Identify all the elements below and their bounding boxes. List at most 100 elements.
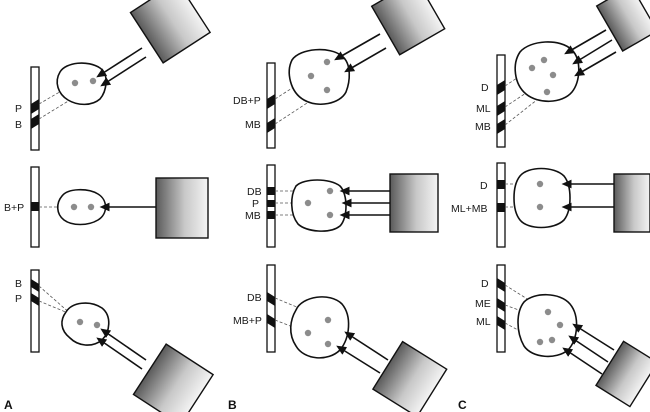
label-me: ME: [475, 298, 491, 310]
label-d: D: [480, 180, 488, 192]
xray-beam: [572, 39, 613, 65]
label-db: DB: [247, 186, 262, 198]
label-ml: ML: [476, 103, 491, 115]
root-dot: [307, 72, 315, 80]
image-mark-mb-p: [267, 314, 275, 328]
panel-c-middle: D ML+MB: [451, 162, 650, 248]
root-dot: [536, 180, 544, 188]
x-ray-tube-icon: [595, 340, 650, 408]
image-mark-b: [31, 279, 39, 292]
panel-b-top: DB+P MB: [233, 0, 446, 149]
label-b: B: [15, 119, 22, 131]
label-mb-p: MB+P: [233, 315, 262, 327]
image-mark-d: [497, 80, 505, 95]
root-dot: [536, 203, 544, 211]
label-p: P: [252, 198, 259, 210]
label-ml: ML: [476, 316, 491, 328]
xray-beam: [562, 347, 603, 375]
panel-c-bottom: D ME ML: [475, 264, 650, 408]
root-dot: [323, 58, 331, 66]
image-mark-mb: [497, 119, 505, 134]
image-mark-ml: [497, 316, 505, 330]
image-mark-p: [267, 200, 275, 207]
root-dot: [528, 64, 536, 72]
label-p: P: [15, 103, 22, 115]
label-d: D: [481, 278, 489, 290]
root-dot: [89, 77, 97, 85]
tooth-outline: [514, 41, 580, 103]
image-mark-ml-mb: [497, 203, 505, 212]
root-dot: [324, 316, 332, 324]
xray-beam: [100, 56, 147, 87]
x-ray-tube-icon: [129, 0, 212, 64]
x-ray-tube-icon: [132, 343, 215, 412]
xray-beam: [344, 47, 387, 73]
image-mark-b: [31, 114, 39, 129]
image-mark-db-p: [267, 94, 275, 109]
tooth-outline: [56, 188, 107, 226]
panel-b-middle: DB P MB: [245, 164, 439, 248]
xray-beam: [96, 337, 143, 370]
root-dot: [76, 318, 84, 326]
label-d: D: [481, 82, 489, 94]
root-dot: [71, 79, 79, 87]
image-mark-me: [497, 298, 505, 312]
x-ray-tube-icon: [389, 173, 439, 233]
x-ray-tube-icon: [371, 340, 448, 412]
image-mark-p: [31, 293, 39, 306]
root-dot: [304, 199, 312, 207]
image-mark-d: [497, 278, 505, 292]
xray-beam: [344, 331, 389, 361]
panel-a-top: P B: [15, 0, 212, 151]
label-p: P: [15, 293, 22, 305]
image-mark-ml: [497, 101, 505, 116]
xray-beam: [336, 345, 381, 374]
tooth-outline: [288, 48, 351, 105]
tooth-outline: [517, 293, 578, 358]
root-dot: [536, 338, 544, 346]
panel-b-bottom: DB MB+P: [233, 264, 448, 412]
tooth-outline: [513, 167, 571, 229]
x-ray-tube-icon: [595, 0, 650, 52]
xray-beam: [574, 51, 617, 77]
label-ml-mb: ML+MB: [451, 203, 487, 215]
image-mark-db: [267, 292, 275, 306]
image-mark-d: [497, 180, 505, 189]
root-dot: [556, 321, 564, 329]
label-mb: MB: [245, 210, 261, 222]
xray-beam: [564, 29, 607, 55]
root-dot: [326, 187, 334, 195]
root-dot: [544, 308, 552, 316]
image-mark-db: [267, 187, 275, 195]
panel-a-bottom: B P: [15, 269, 215, 412]
root-dot: [326, 211, 334, 219]
column-label-b: B: [228, 398, 237, 412]
tooth-outline: [61, 302, 110, 346]
tooth-outline: [290, 179, 347, 232]
label-bp: B+P: [4, 202, 24, 214]
x-ray-tube-icon: [370, 0, 446, 56]
root-dot: [93, 321, 101, 329]
column-label-a: A: [4, 398, 13, 412]
tooth-outline: [56, 62, 107, 106]
root-dot: [540, 56, 548, 64]
xray-beam: [568, 335, 609, 363]
root-dot: [324, 340, 332, 348]
xray-beam: [334, 33, 381, 61]
label-db-p: DB+P: [233, 95, 261, 107]
column-label-c: C: [458, 398, 467, 412]
xray-beam: [572, 323, 615, 351]
root-dot: [70, 203, 78, 211]
x-ray-tube-icon: [155, 177, 209, 239]
image-mark-mb: [267, 118, 275, 133]
image-mark-p: [31, 99, 39, 114]
xray-beam: [100, 328, 147, 361]
root-dot: [543, 88, 551, 96]
label-mb: MB: [475, 121, 491, 133]
root-dot: [323, 86, 331, 94]
image-mark-mb: [267, 211, 275, 219]
film-strip: [30, 269, 40, 353]
x-ray-tube-icon: [613, 173, 650, 233]
panel-c-top: D ML MB: [475, 0, 650, 148]
